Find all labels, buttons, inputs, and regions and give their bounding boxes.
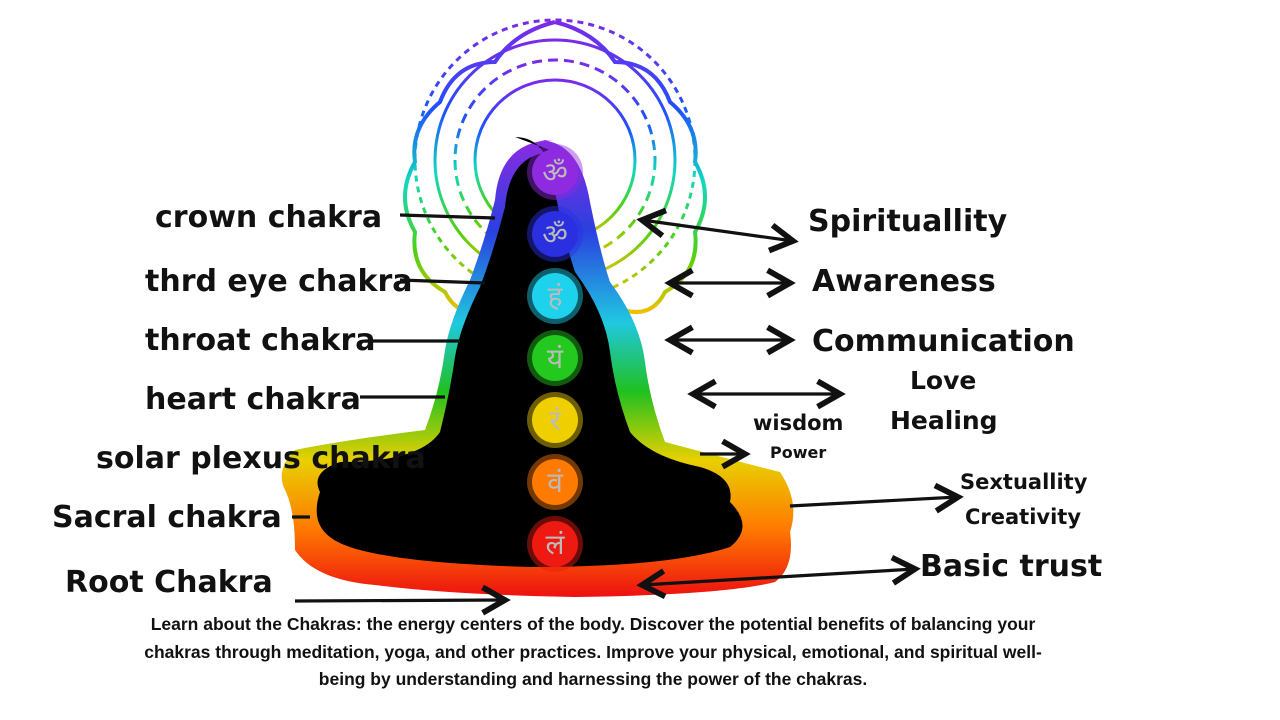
label-solar-plexus-chakra: solar plexus chakra <box>96 441 426 476</box>
label-root-chakra: Root Chakra <box>65 565 273 600</box>
label-communication: Communication <box>812 324 1075 359</box>
chakra-circle <box>532 521 578 567</box>
arrow-basic-trust <box>636 554 921 600</box>
label-love: Love <box>910 366 977 395</box>
label-heart-chakra: heart chakra <box>145 382 361 417</box>
arrow-crown <box>399 213 496 220</box>
label-sacral-chakra: Sacral chakra <box>52 500 282 535</box>
arrow-sexuality <box>789 482 964 514</box>
description-text: Learn about the Chakras: the energy cent… <box>144 614 1042 689</box>
label-third-eye-chakra: thrd eye chakra <box>145 264 413 299</box>
mandala-halo <box>403 18 707 314</box>
chakra-symbol: यं <box>547 342 564 375</box>
chakra-circle <box>532 149 578 195</box>
chakra-symbol: रं <box>549 404 561 437</box>
chakra-symbol: हं <box>548 280 564 313</box>
chakra-5: वं <box>527 454 583 510</box>
chakra-circle <box>532 335 578 381</box>
chakra-circle <box>532 273 578 319</box>
connector-arrows <box>292 207 964 616</box>
label-crown-chakra: crown chakra <box>155 200 383 235</box>
label-throat-chakra: throat chakra <box>145 323 376 358</box>
label-spirituality: Spirituallity <box>808 204 1008 239</box>
chakra-2: हं <box>527 268 583 324</box>
arrow-third-eye <box>399 278 486 285</box>
chakra-3: यं <box>527 330 583 386</box>
label-power: Power <box>770 443 827 462</box>
chakra-symbol: वं <box>547 466 563 499</box>
chakra-1: ॐ <box>527 206 583 262</box>
chakra-symbol: लं <box>546 528 566 561</box>
label-healing: Healing <box>890 406 998 435</box>
chakra-symbol: ॐ <box>542 156 568 189</box>
label-wisdom: wisdom <box>753 411 844 435</box>
chakra-6: लं <box>527 516 583 572</box>
chakra-0: ॐ <box>527 144 583 200</box>
label-basic-trust: Basic trust <box>920 549 1103 584</box>
arrow-spirituality <box>636 207 799 254</box>
chakra-4: रं <box>527 392 583 448</box>
label-awareness: Awareness <box>812 264 996 299</box>
chakra-circle <box>532 397 578 443</box>
chakra-circle <box>532 459 578 505</box>
chakra-symbol: ॐ <box>542 218 568 251</box>
arrow-root <box>294 584 511 616</box>
chakra-circle <box>532 211 578 257</box>
label-sexuality: Sextuallity <box>960 470 1088 494</box>
label-creativity: Creativity <box>965 505 1082 529</box>
